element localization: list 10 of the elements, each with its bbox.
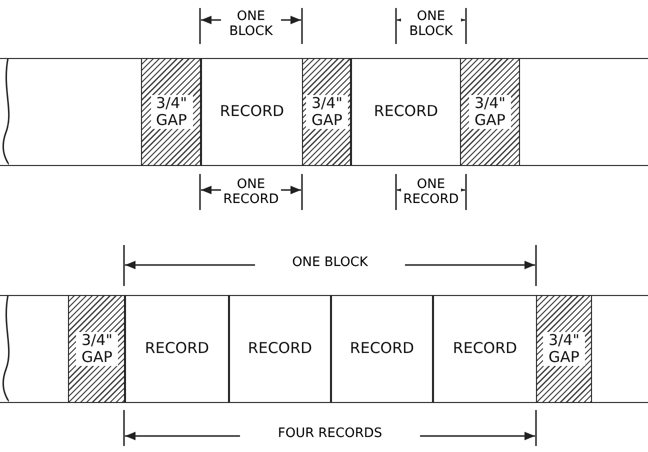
tape-strip bbox=[0, 58, 648, 166]
record-segment: RECORD bbox=[228, 296, 332, 402]
gap-segment: 3/4" GAP bbox=[536, 296, 592, 402]
gap-segment: 3/4" GAP bbox=[460, 59, 520, 165]
tape-strip bbox=[0, 295, 648, 403]
gap-segment: 3/4" GAP bbox=[68, 296, 126, 402]
record-segment: RECORD bbox=[124, 296, 230, 402]
gap-segment: 3/4" GAP bbox=[141, 59, 202, 165]
gap-segment: 3/4" GAP bbox=[302, 59, 352, 165]
record-segment: RECORD bbox=[330, 296, 434, 402]
